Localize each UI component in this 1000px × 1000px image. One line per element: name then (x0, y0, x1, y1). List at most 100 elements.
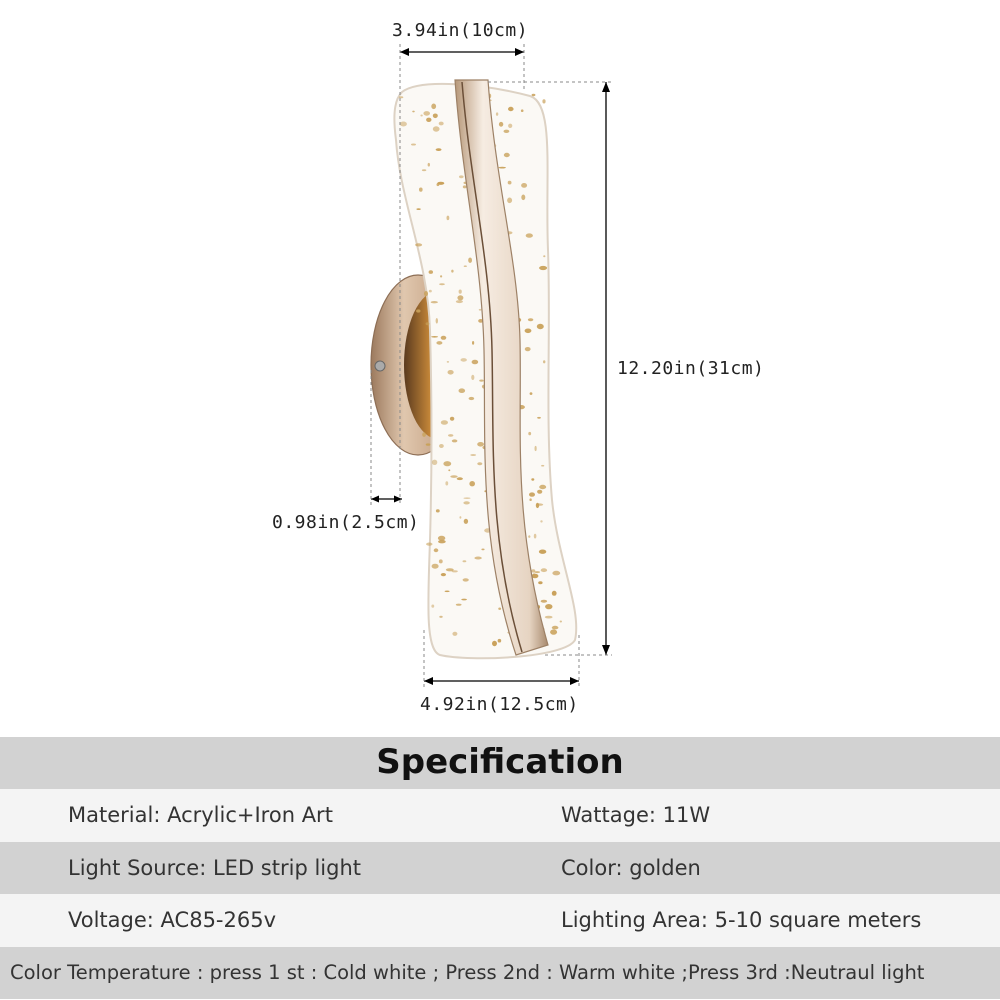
gold-fleck (455, 603, 462, 606)
gold-fleck (474, 556, 482, 560)
spec-label: Lighting Area: (561, 908, 708, 932)
depth-label: 0.98in(2.5cm) (272, 512, 420, 533)
gold-fleck (462, 578, 469, 582)
gold-fleck (537, 416, 541, 419)
spec-value: AC85-265v (160, 908, 277, 932)
gold-fleck (551, 590, 557, 596)
gold-fleck (446, 215, 450, 221)
gold-fleck (507, 180, 512, 185)
gold-fleck (448, 469, 451, 472)
spec-row-color-temperature: Color Temperature :press 1 st : Cold whi… (0, 946, 1000, 999)
gold-fleck (420, 114, 423, 117)
gold-fleck (431, 459, 438, 465)
gold-fleck (481, 548, 485, 551)
gold-fleck (433, 548, 439, 553)
gold-fleck (469, 481, 476, 487)
gold-fleck (428, 289, 432, 293)
gold-fleck (503, 129, 510, 133)
gold-fleck (411, 143, 416, 146)
gold-fleck (412, 110, 415, 113)
gold-fleck (520, 109, 524, 112)
gold-fleck (468, 396, 475, 401)
gold-fleck (521, 183, 528, 188)
gold-fleck (543, 255, 546, 258)
spec-value: golden (629, 855, 701, 880)
gold-fleck (447, 370, 454, 375)
gold-fleck (439, 283, 445, 286)
gold-fleck (451, 439, 458, 443)
gold-fleck (498, 121, 504, 127)
gold-fleck (399, 121, 407, 127)
gold-fleck (503, 152, 510, 158)
gold-fleck (508, 106, 514, 112)
gold-fleck (498, 166, 506, 169)
gold-fleck (439, 444, 444, 448)
gold-fleck (463, 518, 469, 524)
gold-fleck (440, 573, 446, 577)
specification-title: Specification (0, 737, 1000, 789)
gold-fleck (536, 323, 544, 330)
gold-fleck (439, 615, 443, 618)
gold-fleck (542, 99, 546, 104)
gold-fleck (438, 559, 443, 564)
gold-fleck (532, 573, 536, 578)
gold-fleck (451, 269, 454, 273)
gold-fleck (445, 481, 449, 486)
gold-fleck (456, 477, 463, 481)
spec-label: Material: (68, 803, 161, 827)
spec-row: Voltage:AC85-265v Lighting Area:5-10 squ… (0, 894, 1000, 947)
gold-fleck (427, 162, 430, 167)
spec-value: press 1 st : Cold white ; Press 2nd : Wa… (209, 960, 925, 984)
gold-fleck (460, 358, 467, 362)
gold-fleck (431, 103, 437, 110)
spec-row: Material:Acrylic+Iron Art Wattage:11W (0, 789, 1000, 842)
gold-fleck (437, 181, 445, 185)
gold-fleck (524, 347, 531, 352)
gold-fleck (435, 509, 440, 513)
gold-fleck (537, 489, 543, 494)
gold-fleck (533, 533, 537, 539)
gold-fleck (559, 620, 562, 623)
gold-fleck (540, 520, 543, 523)
gold-fleck (540, 599, 548, 603)
lamp-illustration (370, 44, 612, 688)
gold-fleck (457, 295, 464, 301)
screw-icon (374, 360, 386, 372)
gold-fleck (444, 590, 450, 593)
gold-fleck (449, 416, 455, 421)
dimension-lines (371, 51, 607, 682)
gold-fleck (425, 443, 431, 446)
gold-fleck (529, 498, 532, 502)
gold-fleck (440, 335, 447, 340)
gold-fleck (534, 445, 537, 452)
gold-fleck (462, 185, 467, 189)
spec-wattage: Wattage:11W (561, 789, 710, 841)
gold-fleck (462, 560, 467, 563)
gold-fleck (471, 374, 475, 380)
spec-label: Wattage: (561, 803, 656, 827)
gold-fleck (508, 123, 513, 128)
gold-fleck (531, 478, 535, 481)
gold-fleck (525, 233, 533, 238)
gold-fleck (461, 598, 467, 601)
gold-fleck (459, 516, 462, 519)
gold-fleck (524, 328, 532, 334)
width-bottom-label: 4.92in(12.5cm) (420, 694, 579, 715)
gold-fleck (435, 148, 442, 152)
gold-fleck (497, 638, 502, 643)
gold-fleck (443, 461, 452, 467)
gold-fleck (541, 464, 545, 467)
product-figure: 3.94in(10cm) 12.20in(31cm) 0.98in(2.5cm)… (272, 20, 764, 715)
gold-fleck (440, 275, 443, 278)
gold-fleck (455, 300, 463, 304)
gold-fleck (551, 625, 559, 630)
gold-fleck (495, 112, 499, 116)
spec-value: 5-10 square meters (714, 908, 922, 932)
gold-fleck (477, 462, 483, 466)
spec-value: 11W (662, 803, 711, 827)
gold-fleck (423, 111, 431, 116)
spec-label: Color Temperature : (10, 960, 204, 984)
gold-fleck (539, 265, 548, 271)
spec-label: Voltage: (68, 908, 154, 932)
gold-fleck (432, 113, 438, 119)
